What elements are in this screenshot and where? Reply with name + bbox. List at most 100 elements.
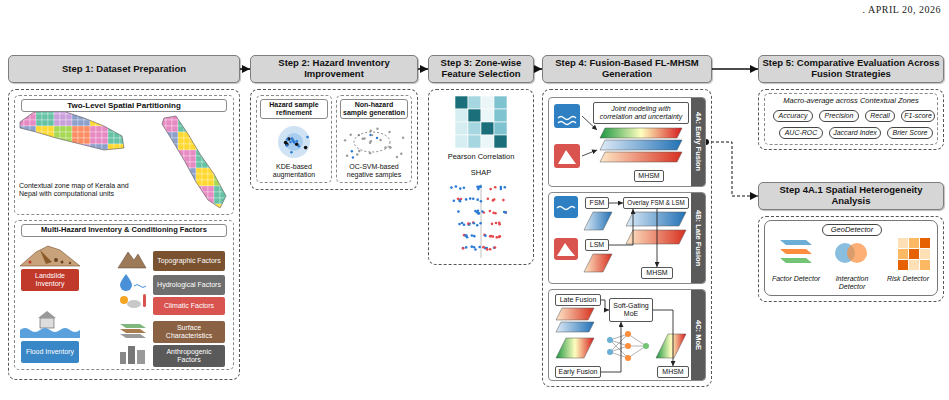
- shap-plot: [453, 199, 456, 202]
- zone-cells: [60, 132, 66, 138]
- landslide-illustration: [40, 250, 52, 264]
- landslide-illustration: [20, 246, 80, 266]
- zone-cells: [226, 138, 232, 144]
- susceptibility-map: [556, 308, 594, 320]
- zone-cells: [178, 198, 184, 204]
- zone-cells: [226, 204, 232, 210]
- label-box: Early Fusion: [555, 366, 601, 378]
- zone-cells: [42, 138, 48, 144]
- sample-dots: [371, 134, 373, 136]
- zone-cells: [36, 150, 42, 156]
- zone-cells: [226, 186, 232, 192]
- topographic-icon: [118, 252, 146, 268]
- zone-cells: [220, 168, 226, 174]
- zone-cells: [208, 132, 214, 138]
- zone-cells: [84, 126, 90, 132]
- connector-arrow: [240, 68, 250, 70]
- shap-plot: [476, 224, 479, 227]
- shap-plot: [487, 197, 490, 200]
- node-text: Landslide Inventory: [21, 269, 79, 291]
- zone-cells: [72, 120, 78, 126]
- sample-dots: [346, 155, 348, 157]
- connector-arrow: [609, 209, 633, 245]
- node-text: AUC-ROC: [780, 128, 822, 138]
- shap-plot: [498, 236, 501, 239]
- zone-cells: [96, 126, 102, 132]
- moe-network: [643, 343, 649, 349]
- zone-cells: [30, 114, 36, 120]
- zone-cells: [172, 156, 178, 162]
- zone-cells: [202, 126, 208, 132]
- zone-cells: [72, 126, 78, 132]
- zone-cells: [196, 198, 202, 204]
- zone-cells: [202, 180, 208, 186]
- zone-cells: [30, 144, 36, 150]
- zone-cells: [208, 114, 214, 120]
- sample-dots: [344, 139, 346, 141]
- hazard-icons: [554, 144, 580, 168]
- factor-box: Anthropogenic Factors: [153, 345, 225, 367]
- shap-plot: [498, 222, 501, 225]
- susceptibility-map: [626, 212, 686, 226]
- sample-dots: [289, 141, 292, 144]
- shap-plot: [479, 185, 482, 188]
- zone-cells: [160, 114, 166, 120]
- sample-dots: [350, 134, 352, 136]
- zone-cells: [48, 138, 54, 144]
- shap-plot: [490, 235, 493, 238]
- hazard-icons: [558, 150, 576, 164]
- node-text: Surface Characteristics: [153, 321, 225, 343]
- zone-cells: [190, 120, 196, 126]
- zone-cells: [184, 114, 190, 120]
- zone-cells: [202, 120, 208, 126]
- susceptibility-map: [656, 334, 686, 358]
- risk-detector-icon: [898, 238, 908, 248]
- zone-cells: [214, 150, 220, 156]
- shap-plot: [494, 186, 497, 189]
- group-box: Landslide InventoryTopographic FactorsHy…: [14, 220, 234, 370]
- hazard-icons: [554, 104, 580, 128]
- node-text: Brier Score: [888, 128, 932, 138]
- zone-cells: [42, 126, 48, 132]
- zone-cells: [36, 114, 42, 120]
- connector-arrow: [534, 68, 542, 70]
- node-text: Jaccard Index: [830, 128, 880, 138]
- metric-pill: Accuracy: [773, 110, 813, 122]
- susceptibility-map: [626, 230, 686, 244]
- shap-plot: [477, 209, 480, 212]
- zone-cells: [166, 174, 172, 180]
- shap-plot: [477, 212, 480, 215]
- zone-cells: [208, 120, 214, 126]
- group-box: Non-hazard sample generationOC-SVM-based…: [336, 95, 412, 183]
- flood-illustration: [20, 328, 80, 338]
- zone-cells: [114, 126, 120, 132]
- zone-cells: [54, 114, 60, 120]
- group-box: AccuracyPrecisionRecallF1-scoreAUC-ROCJa…: [764, 93, 938, 145]
- shap-plot: [478, 212, 481, 215]
- sample-dots: [351, 150, 353, 152]
- step-panel: Two-Level Spatial PartitioningContextual…: [8, 55, 240, 380]
- node-text: Recall: [866, 111, 894, 121]
- zone-cells: [114, 138, 120, 144]
- zone-cells: [96, 132, 102, 138]
- zone-cells: [54, 120, 60, 126]
- zone-cells: [190, 204, 196, 210]
- zone-cells: [178, 138, 184, 144]
- label-box: FSM: [585, 197, 609, 209]
- zone-cells: [108, 150, 114, 156]
- zone-cells: [96, 150, 102, 156]
- risk-detector-icon: [920, 260, 930, 270]
- zone-cells: [184, 144, 190, 150]
- sample-dots: [306, 136, 309, 139]
- zone-cells: [202, 138, 208, 144]
- landslide-illustration: [69, 262, 71, 264]
- risk-detector-icon: [898, 260, 908, 270]
- susceptibility-map: [556, 322, 594, 332]
- zone-cells: [160, 174, 166, 180]
- zone-cells: [214, 156, 220, 162]
- dashed-container: [542, 89, 712, 387]
- zone-cells: [226, 198, 232, 204]
- group-box: Two-Level Spatial PartitioningContextual…: [14, 95, 234, 215]
- zone-cells: [18, 114, 24, 120]
- node-text: Joint modeling with correlation and unce…: [594, 103, 688, 123]
